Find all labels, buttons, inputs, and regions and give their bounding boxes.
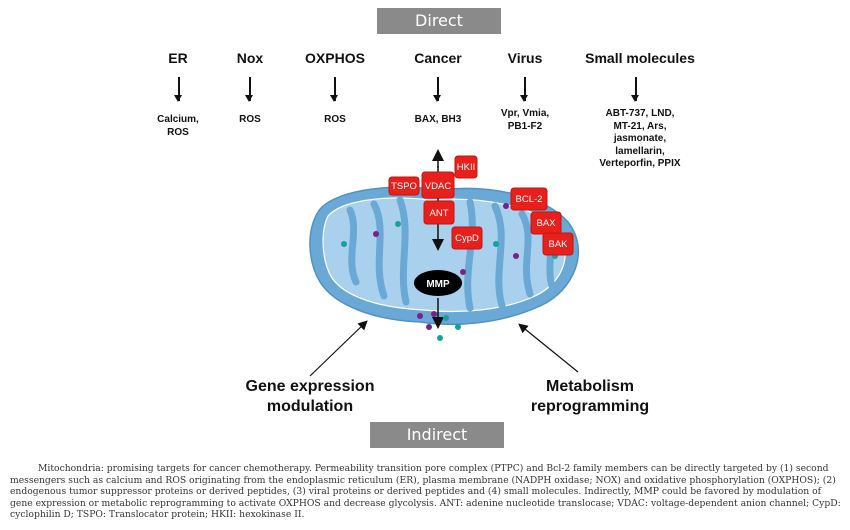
hkii-box [454, 155, 478, 179]
mmp-label: MMP [426, 279, 450, 290]
vdac-box [421, 171, 455, 199]
item-cancer-1: BAX, BH3 [414, 114, 462, 125]
column-title-virus: Virus [507, 50, 543, 66]
column-title-er: ER [168, 50, 188, 66]
item-small-molecules-4: lamellarin, [615, 145, 665, 157]
item-small-molecules-1: ABT-737, LND, [605, 108, 675, 119]
arrow-er [175, 77, 181, 102]
purple-dots [373, 203, 519, 330]
arrow-gene-expression [309, 320, 368, 377]
column-virus: Virus [480, 50, 570, 66]
column-oxphos: OXPHOS [285, 50, 385, 66]
hkii-label: HKII [457, 162, 475, 173]
arrow-small-molecules [632, 77, 638, 102]
item-small-molecules-5: Verteporfin, PPIX [599, 158, 681, 169]
column-title-cancer: Cancer [414, 50, 462, 66]
items-small-molecules: ABT-737, LND, MT-21, Ars, jasmonate, lam… [570, 108, 710, 171]
gene-expression-line-2: modulation [266, 398, 354, 415]
item-oxphos-1: ROS [324, 114, 346, 125]
gene-expression-line-1: Gene expression [245, 378, 375, 395]
column-title-oxphos: OXPHOS [305, 50, 365, 66]
column-small-molecules: Small molecules [570, 50, 710, 66]
ant-box [423, 200, 455, 225]
figure-caption: Mitochondria: promising targets for canc… [10, 463, 842, 521]
cypd-box [451, 226, 483, 250]
cristae [346, 196, 556, 312]
column-title-nox: Nox [236, 50, 264, 66]
indirect-targeting-banner: Indirect targeting [370, 422, 504, 470]
arrow-cancer [434, 77, 440, 102]
column-cancer: Cancer [390, 50, 486, 66]
item-small-molecules-3: jasmonate, [613, 133, 667, 144]
metabolism-label: Metabolism reprogramming [520, 377, 660, 417]
bcl2-label: BCL-2 [516, 194, 543, 205]
arrow-oxphos [331, 77, 337, 102]
gene-expression-label: Gene expression modulation [240, 377, 380, 417]
bak-label: BAK [548, 239, 568, 250]
arrow-metabolism [518, 323, 579, 373]
item-er-1: Calcium, [157, 114, 199, 125]
bak-box [542, 232, 574, 256]
item-er-2: ROS [167, 126, 189, 138]
metabolism-line-2: reprogramming [530, 398, 650, 415]
bax-label: BAX [536, 218, 556, 229]
protein-boxes [388, 155, 574, 256]
column-er: ER [140, 50, 216, 66]
item-small-molecules-2: MT-21, Ars, [613, 120, 667, 132]
tspo-label: TSPO [391, 181, 417, 192]
cypd-label: CypD [455, 233, 479, 244]
direct-targeting-banner: Direct targeting [377, 8, 501, 56]
items-er: Calcium, ROS [140, 114, 216, 139]
column-title-small-molecules: Small molecules [585, 50, 695, 66]
metabolism-line-1: Metabolism [545, 378, 634, 395]
column-nox: Nox [212, 50, 288, 66]
ant-label: ANT [430, 208, 449, 219]
items-oxphos: ROS [285, 114, 385, 127]
items-cancer: BAX, BH3 [390, 114, 486, 127]
arrow-nox [246, 77, 252, 102]
item-nox-1: ROS [239, 114, 261, 125]
vdac-label: VDAC [425, 181, 452, 192]
items-virus: Vpr, Vmia, PB1-F2 [480, 108, 570, 133]
caption-text: Mitochondria: promising targets for canc… [10, 463, 841, 521]
mmp-oval [414, 270, 462, 296]
item-virus-2: PB1-F2 [507, 120, 543, 132]
item-virus-1: Vpr, Vmia, [500, 108, 550, 119]
bcl2-box [510, 187, 548, 211]
items-nox: ROS [212, 114, 288, 127]
arrow-virus [521, 77, 527, 102]
tspo-box [388, 176, 420, 196]
